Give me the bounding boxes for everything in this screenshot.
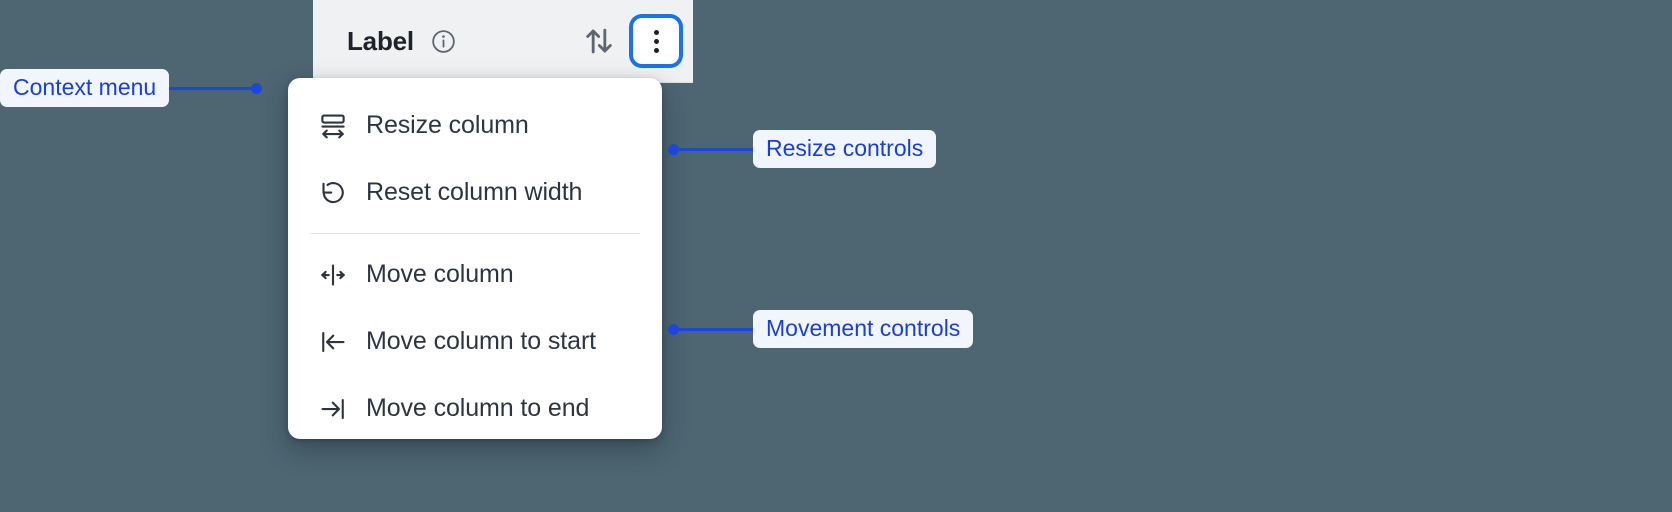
menu-item-label: Resize column [366,111,529,139]
menu-item-move-column[interactable]: Move column [288,241,662,308]
reset-undo-icon [318,178,348,208]
menu-item-label: Move column to end [366,394,590,422]
menu-item-move-column-to-end[interactable]: Move column to end [288,375,662,439]
annotation-endpoint-dot [251,82,263,94]
menu-item-move-column-to-start[interactable]: Move column to start [288,308,662,375]
annotation-connector-line [679,327,753,331]
annotation-resize-controls: Resize controls [668,130,937,169]
column-menu-button[interactable] [633,18,679,64]
resize-column-icon [318,111,348,141]
annotation-endpoint-dot [668,143,679,155]
move-to-end-icon [318,394,348,424]
menu-item-resize-column[interactable]: Resize column [288,92,662,159]
column-context-menu: Resize column Reset column width Move co… [288,78,662,439]
annotation-connector-line [679,147,753,151]
annotation-label: Resize controls [753,130,937,169]
move-to-start-icon [318,327,348,357]
annotation-label: Movement controls [753,310,974,349]
sort-arrows-icon[interactable] [579,21,619,61]
annotation-endpoint-dot [668,323,679,335]
move-horizontal-icon [318,260,348,290]
info-circle-icon[interactable] [430,28,457,55]
annotation-movement-controls: Movement controls [668,310,974,349]
menu-item-label: Reset column width [366,178,583,206]
annotation-connector-line [169,86,252,90]
column-header-title: Label [347,25,414,56]
menu-item-label: Move column to start [366,327,597,355]
column-header-bar: Label [313,0,693,83]
menu-item-label: Move column [366,260,514,288]
menu-item-reset-column-width[interactable]: Reset column width [288,159,662,226]
menu-divider [310,233,640,234]
kebab-vertical-icon [653,29,659,53]
annotation-label: Context menu [0,69,170,108]
annotation-context-menu: Context menu [0,69,263,108]
